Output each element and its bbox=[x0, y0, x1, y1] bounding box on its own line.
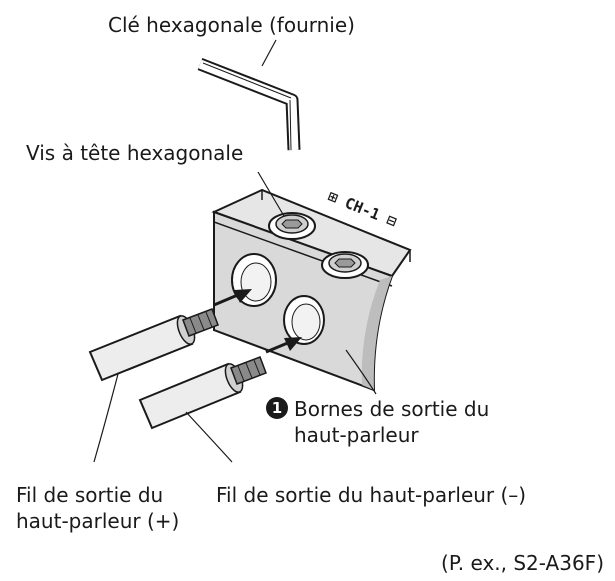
hex-screw-leader bbox=[257, 171, 285, 217]
hex-key-leader bbox=[261, 39, 277, 67]
wire-minus-leader bbox=[185, 411, 233, 463]
wire-plus bbox=[88, 308, 219, 382]
callout-number: 1 bbox=[272, 399, 282, 417]
example-model-label: (P. ex., S2-A36F) bbox=[441, 551, 604, 575]
hex-key-label: Clé hexagonale (fournie) bbox=[108, 13, 355, 37]
callout-badge: 1 bbox=[266, 397, 288, 419]
insert-arrow-plus bbox=[213, 289, 252, 307]
output-terminals-label-line2: haut-parleur bbox=[294, 423, 419, 447]
hex-screw-2 bbox=[321, 251, 369, 279]
hex-key bbox=[197, 57, 301, 151]
hex-screw-label: Vis à tête hexagonale bbox=[26, 141, 243, 165]
hex-screw-1 bbox=[268, 212, 316, 240]
wire-hole-minus bbox=[283, 295, 325, 345]
wire-minus-label: Fil de sortie du haut-parleur (–) bbox=[216, 483, 526, 507]
output-terminals-leader bbox=[345, 349, 377, 395]
wire-plus-label-line1: Fil de sortie du bbox=[16, 483, 163, 507]
wire-minus bbox=[138, 356, 267, 430]
insert-arrow-minus bbox=[265, 337, 302, 354]
output-terminals-label-line1: Bornes de sortie du bbox=[294, 397, 489, 421]
wire-plus-leader bbox=[93, 373, 119, 463]
wire-plus-label-line2: haut-parleur (+) bbox=[16, 509, 179, 533]
